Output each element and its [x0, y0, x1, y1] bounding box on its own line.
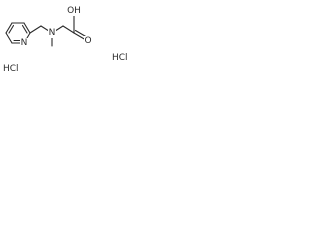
chemical-structure: N N OH O HCl HCl — [3, 6, 128, 74]
amine-nitrogen-label: N — [49, 28, 56, 38]
carbonyl-oxygen-label: O — [84, 36, 91, 46]
bond-ch2-carboxyl — [62, 25, 75, 34]
ring-bond-c5-c6 — [23, 22, 31, 34]
salt-hcl-1: HCl — [3, 64, 19, 74]
ring-double-bond-inner-1 — [8, 24, 15, 34]
ring-double-bond-inner-2 — [21, 24, 28, 34]
side-chain — [29, 14, 89, 47]
ring-nitrogen-label: N — [21, 38, 28, 48]
hydroxyl-oxygen-label: OH — [67, 6, 81, 16]
ring-bond-c2-c3 — [5, 32, 13, 44]
bond-ring-ch2 — [29, 25, 42, 34]
salt-hcl-2: HCl — [112, 53, 128, 63]
ring-bond-c3-c4 — [5, 22, 13, 34]
